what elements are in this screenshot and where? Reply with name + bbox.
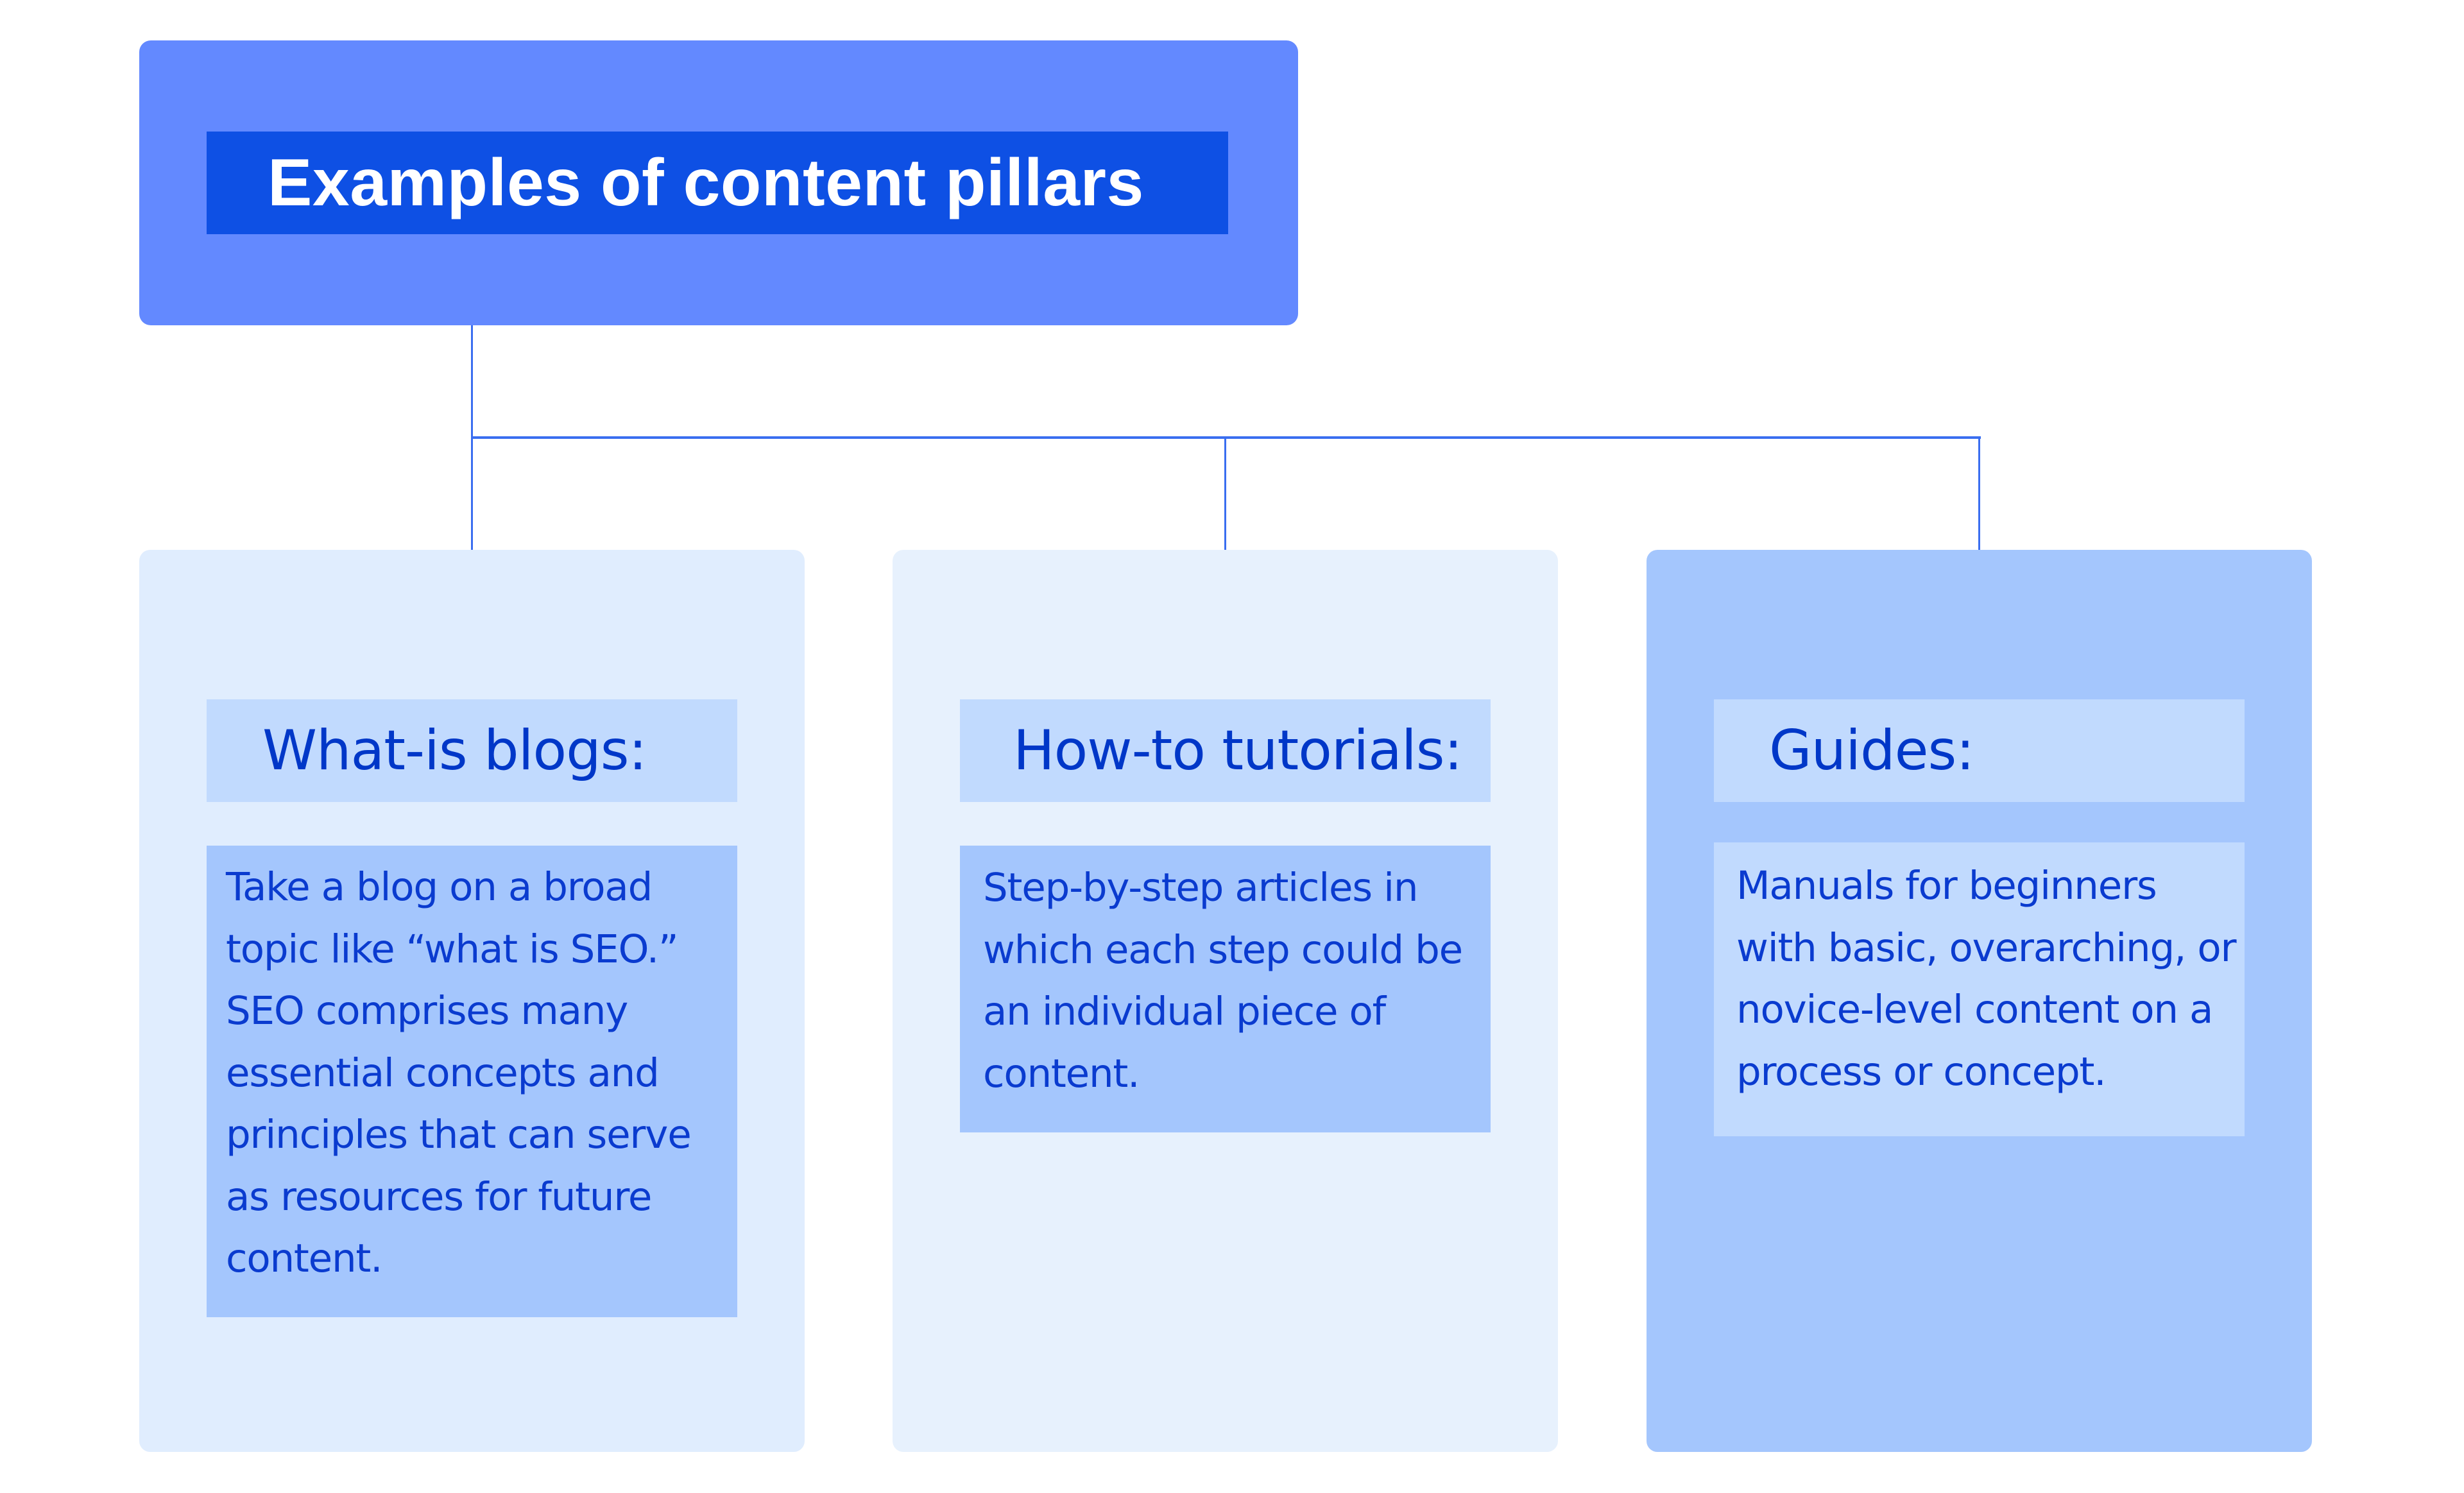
pillar-heading-box: What-is blogs: bbox=[207, 699, 737, 802]
description-line: content. bbox=[983, 1050, 1140, 1096]
description-line: essential concepts and bbox=[226, 1050, 660, 1096]
pillar-card-guides: Guides: Manuals for beginners with basic… bbox=[1647, 550, 2312, 1452]
pillar-description: Step-by-step articles in which each step… bbox=[983, 857, 1463, 1105]
description-line: content. bbox=[226, 1236, 383, 1281]
pillar-description: Take a blog on a broad topic like “what … bbox=[226, 857, 692, 1290]
pillar-card-how-to-tutorials: How-to tutorials: Step-by-step articles … bbox=[893, 550, 1558, 1452]
connector-to-pillar-3 bbox=[1978, 438, 1980, 550]
pillar-heading-box: Guides: bbox=[1714, 699, 2245, 802]
description-line: process or concept. bbox=[1736, 1048, 2107, 1095]
description-line: Take a blog on a broad bbox=[226, 864, 653, 910]
description-line: as resources for future bbox=[226, 1173, 652, 1220]
pillar-description-box: Manuals for beginners with basic, overar… bbox=[1714, 842, 2245, 1136]
diagram-title: Examples of content pillars bbox=[268, 146, 1144, 220]
description-line: Manuals for beginners bbox=[1736, 863, 2157, 909]
pillar-description-box: Take a blog on a broad topic like “what … bbox=[207, 846, 737, 1317]
pillar-card-what-is-blogs: What-is blogs: Take a blog on a broad to… bbox=[139, 550, 805, 1452]
connector-to-pillar-2 bbox=[1224, 438, 1226, 550]
description-line: topic like “what is SEO.” bbox=[226, 926, 679, 972]
connector-trunk bbox=[471, 325, 473, 438]
description-line: with basic, overarching, or bbox=[1736, 925, 2237, 971]
connector-to-pillar-1 bbox=[471, 438, 473, 550]
description-line: Step-by-step articles in bbox=[983, 865, 1419, 910]
title-banner bbox=[207, 132, 1228, 234]
description-line: SEO comprises many bbox=[226, 988, 628, 1034]
pillar-heading: What-is blogs: bbox=[262, 719, 647, 783]
pillar-heading: Guides: bbox=[1769, 719, 1974, 783]
pillar-description: Manuals for beginners with basic, overar… bbox=[1736, 855, 2237, 1103]
description-line: which each step could be bbox=[983, 926, 1463, 973]
pillar-heading-box: How-to tutorials: bbox=[960, 699, 1491, 802]
description-line: novice-level content on a bbox=[1736, 987, 2213, 1032]
pillar-heading: How-to tutorials: bbox=[1013, 719, 1463, 783]
pillar-description-box: Step-by-step articles in which each step… bbox=[960, 846, 1491, 1132]
description-line: principles that can serve bbox=[226, 1112, 692, 1157]
description-line: an individual piece of bbox=[983, 989, 1386, 1034]
